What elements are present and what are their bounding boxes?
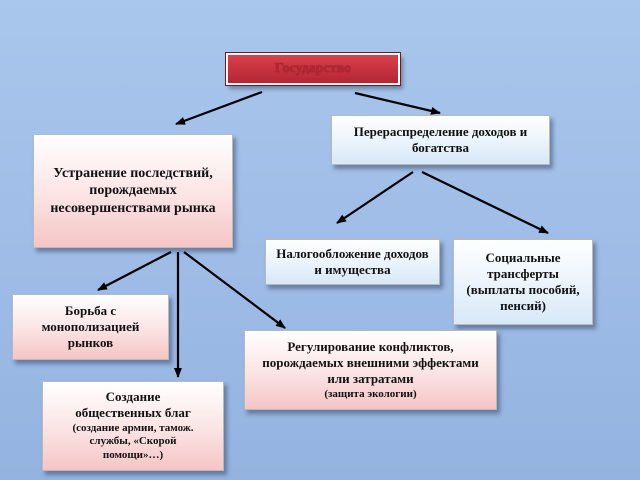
node-monopoly-fight-label: Борьба с монополизацией рынков [41,302,140,351]
node-social-transfers: Социальные трансферты (выплаты пособий, … [453,239,593,325]
node-monopoly-fight: Борьба с монополизацией рынков [12,294,169,360]
node-redistribution: Перераспределение доходов и богатства [331,115,550,165]
node-externality-regulation-note: (защита экологии) [324,387,417,400]
node-market-failure-correction-label: Устранение последствий, порождаемых несо… [50,165,216,216]
node-taxation-label: Налогообложение доходов и имущества [276,245,429,277]
root-node-label: Государство [274,61,352,77]
node-externality-regulation: Регулирование конфликтов, порождаемых вн… [244,330,497,410]
node-social-transfers-label: Социальные трансферты (выплаты пособий, … [466,249,580,314]
root-node-state: Государство [225,52,401,86]
arrow-root-to-market-fix [175,90,263,126]
arrow-root-to-redistribution [354,91,441,115]
node-market-failure-correction: Устранение последствий, порождаемых несо… [33,134,233,248]
node-public-goods-label: Создание общественных благ [75,389,191,421]
node-public-goods: Создание общественных благ (создание арм… [42,381,224,471]
arrow-market-fix-to-monopoly [97,251,172,291]
arrow-redistribution-to-taxation [336,171,414,224]
node-public-goods-note: (создание армии, тамож. службы, «Скорой … [72,421,194,462]
node-taxation: Налогообложение доходов и имущества [265,239,440,285]
node-externality-regulation-label: Регулирование конфликтов, порождаемых вн… [262,338,479,387]
arrow-redistribution-to-transfers [421,171,549,234]
node-redistribution-label: Перераспределение доходов и богатства [353,123,528,155]
